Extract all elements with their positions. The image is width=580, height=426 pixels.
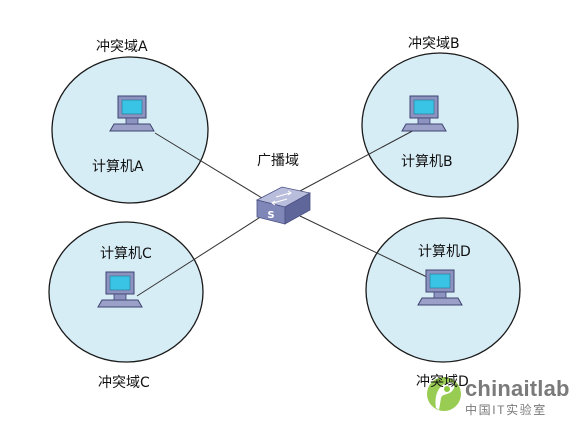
computer-b-label: 计算机B xyxy=(401,154,453,170)
collision-domain-a-label: 冲突域A xyxy=(96,39,148,55)
collision-domain-b-label: 冲突域B xyxy=(408,36,460,52)
switch-label: S xyxy=(267,210,274,221)
computer-d-icon xyxy=(417,269,463,306)
broadcast-domain-label: 广播域 xyxy=(257,153,299,169)
computer-a-icon xyxy=(109,95,155,132)
link-switch-to-b xyxy=(299,127,419,192)
computer-b-icon xyxy=(401,95,447,132)
watermark-subtitle: 中国IT实验室 xyxy=(465,403,547,417)
computer-d-label: 计算机D xyxy=(418,244,471,260)
watermark: chinaitlab 中国IT实验室 xyxy=(465,376,570,418)
computer-c-label: 计算机C xyxy=(100,246,152,262)
link-switch-to-a xyxy=(154,132,263,199)
computer-a-label: 计算机A xyxy=(92,159,144,175)
link-switch-to-d xyxy=(299,215,428,278)
collision-domain-d-label: 冲突域D xyxy=(416,374,469,390)
collision-domain-c-label: 冲突域C xyxy=(98,375,150,391)
link-switch-to-c xyxy=(136,215,263,297)
computer-c-icon xyxy=(97,271,143,308)
watermark-brand: chinaitlab xyxy=(465,376,570,401)
switch-icon: S xyxy=(255,186,312,225)
chinaitlab-logo-icon xyxy=(427,377,461,411)
